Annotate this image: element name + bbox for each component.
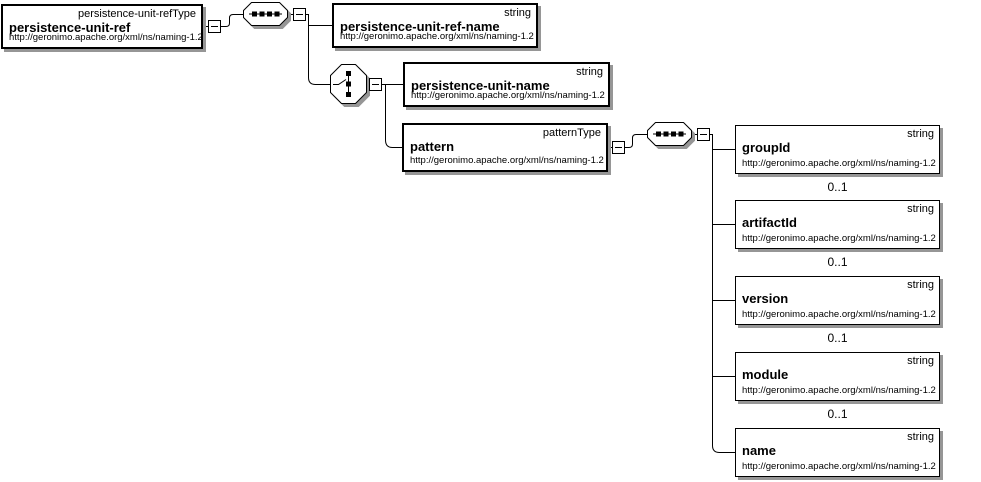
element-type-label: string (907, 279, 934, 291)
element-namespace: http://geronimo.apache.org/xml/ns/naming… (742, 461, 936, 472)
element-box-groupId[interactable]: string groupId http://geronimo.apache.or… (735, 125, 940, 174)
cardinality-label: 0..1 (827, 255, 848, 269)
element-name: module (742, 367, 789, 382)
element-name: version (742, 291, 789, 306)
element-type-label: string (907, 355, 934, 367)
element-type-label: string (907, 203, 934, 215)
element-namespace: http://geronimo.apache.org/xml/ns/naming… (742, 233, 936, 244)
element-type-label: persistence-unit-refType (78, 8, 196, 20)
cardinality-label: 0..1 (827, 180, 848, 194)
element-box-module[interactable]: string module http://geronimo.apache.org… (735, 352, 940, 401)
element-name: pattern (410, 139, 455, 154)
cardinality-label: 0..1 (827, 331, 848, 345)
element-name: persistence-unit-name (411, 78, 550, 93)
element-name: name (742, 443, 776, 458)
minus-icon (700, 134, 707, 135)
element-box-persistence-unit-ref[interactable]: persistence-unit-refType persistence-uni… (1, 4, 203, 49)
cardinality-label: 0..1 (827, 407, 848, 421)
element-name: persistence-unit-ref-name (340, 19, 500, 34)
minus-icon (615, 147, 622, 148)
element-type-label: string (907, 431, 934, 443)
collapse-toggle-sequence-1[interactable] (293, 8, 306, 21)
element-namespace: http://geronimo.apache.org/xml/ns/naming… (742, 309, 936, 320)
element-type-label: string (576, 66, 603, 78)
sequence-indicator-icon (243, 2, 288, 26)
element-namespace: http://geronimo.apache.org/xml/ns/naming… (742, 158, 936, 169)
minus-icon (211, 26, 218, 27)
collapse-toggle-pattern[interactable] (612, 141, 625, 154)
choice-indicator-icon (330, 64, 367, 105)
element-box-persistence-unit-name[interactable]: string persistence-unit-name http://gero… (403, 62, 610, 107)
element-box-pattern[interactable]: patternType pattern http://geronimo.apac… (402, 123, 608, 172)
element-box-version[interactable]: string version http://geronimo.apache.or… (735, 276, 940, 325)
element-namespace: http://geronimo.apache.org/xml/ns/naming… (340, 31, 534, 42)
element-type-label: patternType (542, 127, 601, 139)
element-name: groupId (742, 140, 791, 155)
element-namespace: http://geronimo.apache.org/xml/ns/naming… (9, 32, 203, 43)
element-box-artifactId[interactable]: string artifactId http://geronimo.apache… (735, 200, 940, 249)
element-name: artifactId (742, 215, 797, 230)
minus-icon (296, 14, 303, 15)
element-name: persistence-unit-ref (9, 20, 131, 35)
element-box-persistence-unit-ref-name[interactable]: string persistence-unit-ref-name http://… (332, 3, 538, 48)
element-namespace: http://geronimo.apache.org/xml/ns/naming… (410, 155, 604, 166)
collapse-toggle-sequence-2[interactable] (697, 128, 710, 141)
element-type-label: string (907, 128, 934, 140)
sequence-indicator-icon (647, 122, 692, 146)
collapse-toggle-root[interactable] (208, 20, 221, 33)
element-namespace: http://geronimo.apache.org/xml/ns/naming… (411, 90, 605, 101)
minus-icon (372, 84, 379, 85)
element-box-name[interactable]: string name http://geronimo.apache.org/x… (735, 428, 940, 477)
collapse-toggle-choice[interactable] (369, 78, 382, 91)
element-type-label: string (504, 7, 531, 19)
element-namespace: http://geronimo.apache.org/xml/ns/naming… (742, 385, 936, 396)
